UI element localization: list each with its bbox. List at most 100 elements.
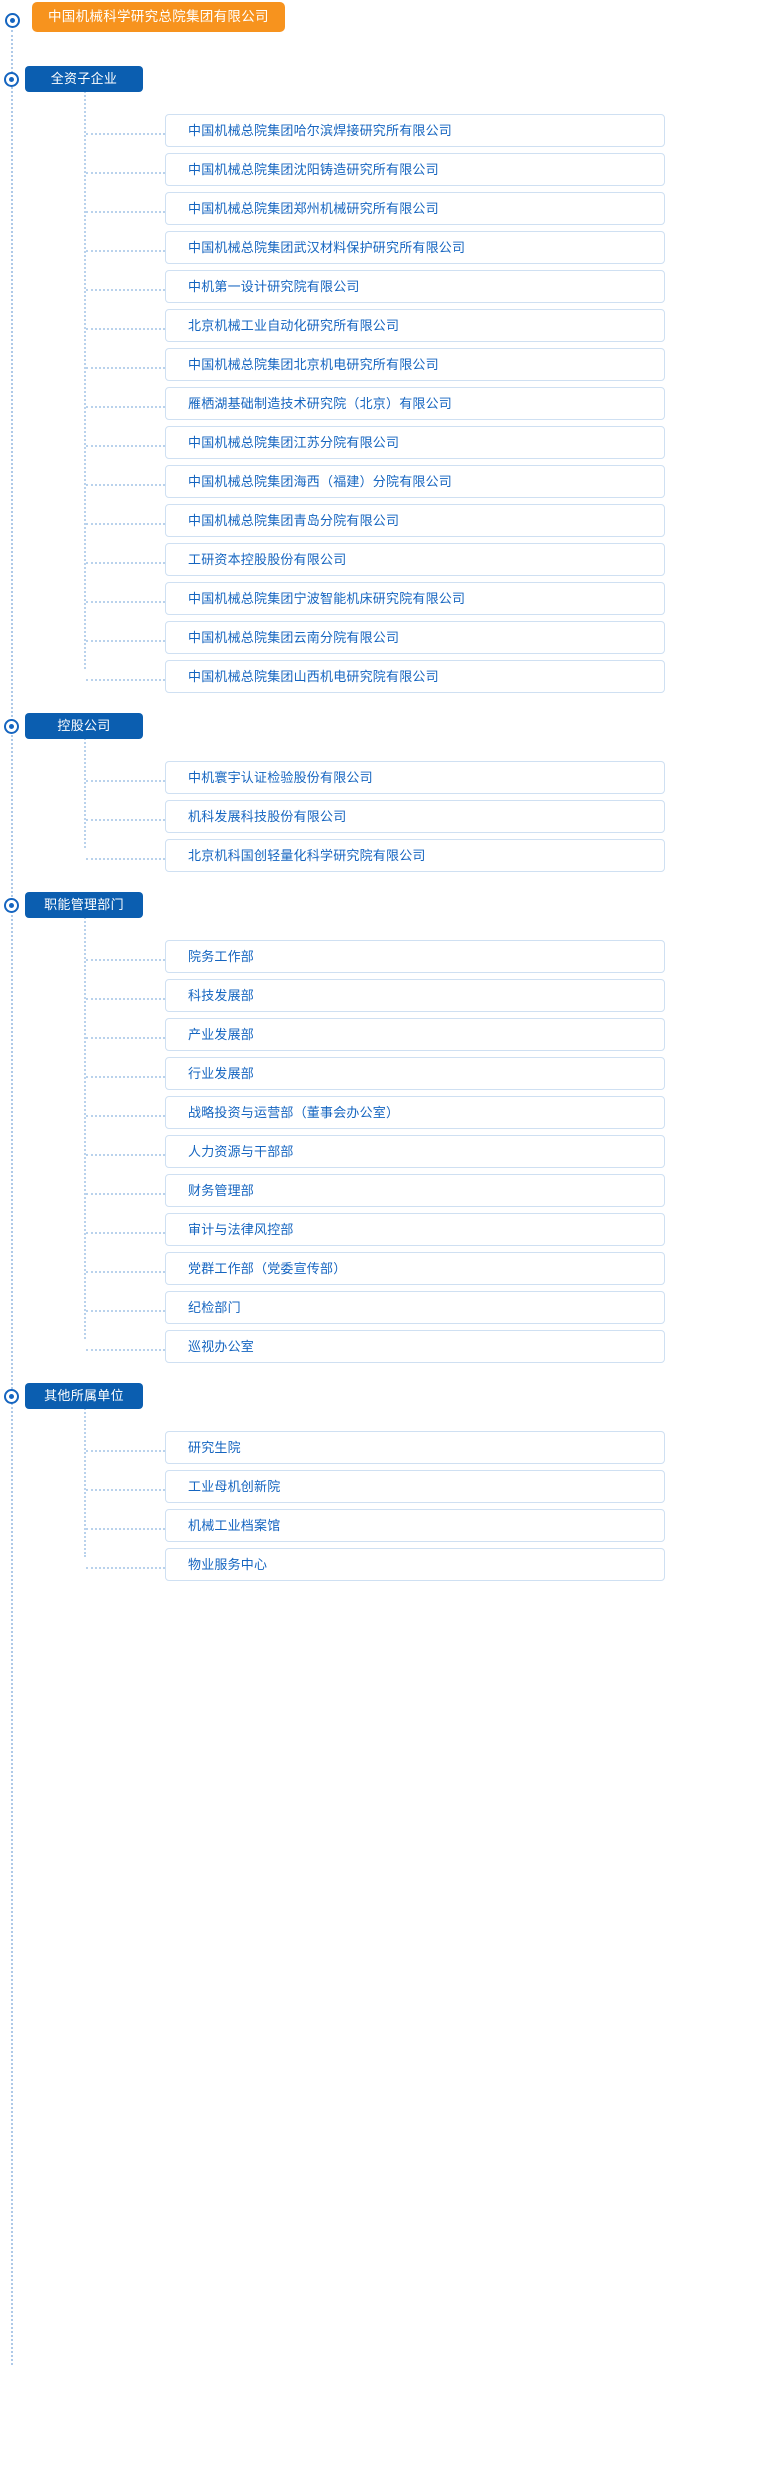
org-unit-node[interactable]: 北京机械工业自动化研究所有限公司 [165,309,665,342]
root-node[interactable]: 中国机械科学研究总院集团有限公司 [32,2,285,32]
org-unit-node[interactable]: 中国机械总院集团北京机电研究所有限公司 [165,348,665,381]
org-unit-node[interactable]: 审计与法律风控部 [165,1213,665,1246]
org-unit-node[interactable]: 产业发展部 [165,1018,665,1051]
item-horizontal-connector [86,328,165,330]
org-unit-node[interactable]: 工业母机创新院 [165,1470,665,1503]
list-item: 雁栖湖基础制造技术研究院（北京）有限公司 [0,387,779,426]
list-item: 产业发展部 [0,1018,779,1057]
org-unit-node[interactable]: 中国机械总院集团宁波智能机床研究院有限公司 [165,582,665,615]
item-horizontal-connector [86,1450,165,1452]
list-item: 机科发展科技股份有限公司 [0,800,779,839]
item-horizontal-connector [86,523,165,525]
org-unit-node[interactable]: 科技发展部 [165,979,665,1012]
org-unit-node[interactable]: 中国机械总院集团云南分院有限公司 [165,621,665,654]
org-section: 其他所属单位研究生院工业母机创新院机械工业档案馆物业服务中心 [0,1369,779,1587]
org-unit-node[interactable]: 中国机械总院集团山西机电研究院有限公司 [165,660,665,693]
org-unit-node[interactable]: 中机寰宇认证检验股份有限公司 [165,761,665,794]
org-unit-node[interactable]: 中国机械总院集团青岛分院有限公司 [165,504,665,537]
section-label-1[interactable]: 控股公司 [25,713,143,739]
item-horizontal-connector [86,562,165,564]
list-item: 战略投资与运营部（董事会办公室） [0,1096,779,1135]
section-label-0[interactable]: 全资子企业 [25,66,143,92]
org-unit-node[interactable]: 中国机械总院集团哈尔滨焊接研究所有限公司 [165,114,665,147]
item-horizontal-connector [86,484,165,486]
list-item: 机械工业档案馆 [0,1509,779,1548]
org-unit-node[interactable]: 战略投资与运营部（董事会办公室） [165,1096,665,1129]
radio-target-icon [4,719,19,734]
item-horizontal-connector [86,780,165,782]
org-unit-node[interactable]: 机械工业档案馆 [165,1509,665,1542]
section-header-row: 控股公司 [0,699,779,761]
org-unit-node[interactable]: 巡视办公室 [165,1330,665,1363]
list-item: 中国机械总院集团江苏分院有限公司 [0,426,779,465]
list-item: 人力资源与干部部 [0,1135,779,1174]
section-label-3[interactable]: 其他所属单位 [25,1383,143,1409]
org-unit-node[interactable]: 北京机科国创轻量化科学研究院有限公司 [165,839,665,872]
section-vertical-connector [84,735,86,848]
list-item: 中国机械总院集团云南分院有限公司 [0,621,779,660]
list-item: 中国机械总院集团武汉材料保护研究所有限公司 [0,231,779,270]
org-unit-node[interactable]: 中国机械总院集团郑州机械研究所有限公司 [165,192,665,225]
org-unit-node[interactable]: 中机第一设计研究院有限公司 [165,270,665,303]
org-unit-node[interactable]: 雁栖湖基础制造技术研究院（北京）有限公司 [165,387,665,420]
item-horizontal-connector [86,1115,165,1117]
org-unit-node[interactable]: 中国机械总院集团武汉材料保护研究所有限公司 [165,231,665,264]
item-horizontal-connector [86,819,165,821]
org-unit-node[interactable]: 财务管理部 [165,1174,665,1207]
list-item: 中国机械总院集团青岛分院有限公司 [0,504,779,543]
sections-container: 全资子企业中国机械总院集团哈尔滨焊接研究所有限公司中国机械总院集团沈阳铸造研究所… [0,52,779,1587]
org-unit-node[interactable]: 纪检部门 [165,1291,665,1324]
item-horizontal-connector [86,172,165,174]
item-horizontal-connector [86,406,165,408]
list-item: 巡视办公室 [0,1330,779,1369]
section-items: 院务工作部科技发展部产业发展部行业发展部战略投资与运营部（董事会办公室） 人力资源… [0,914,779,1369]
section-header-row: 其他所属单位 [0,1369,779,1431]
item-horizontal-connector [86,959,165,961]
section-vertical-connector [84,914,86,1339]
org-section: 职能管理部门院务工作部科技发展部产业发展部行业发展部战略投资与运营部（董事会办公… [0,878,779,1369]
section-label-2[interactable]: 职能管理部门 [25,892,143,918]
list-item: 党群工作部（党委宣传部） [0,1252,779,1291]
list-item: 中机第一设计研究院有限公司 [0,270,779,309]
item-horizontal-connector [86,1310,165,1312]
org-unit-node[interactable]: 中国机械总院集团沈阳铸造研究所有限公司 [165,153,665,186]
item-horizontal-connector [86,445,165,447]
list-item: 审计与法律风控部 [0,1213,779,1252]
org-section: 全资子企业中国机械总院集团哈尔滨焊接研究所有限公司中国机械总院集团沈阳铸造研究所… [0,52,779,699]
list-item: 研究生院 [0,1431,779,1470]
radio-target-icon [5,13,20,28]
org-unit-node[interactable]: 机科发展科技股份有限公司 [165,800,665,833]
list-item: 财务管理部 [0,1174,779,1213]
list-item: 院务工作部 [0,940,779,979]
org-unit-node[interactable]: 党群工作部（党委宣传部） [165,1252,665,1285]
item-horizontal-connector [86,1567,165,1569]
org-unit-node[interactable]: 工研资本控股股份有限公司 [165,543,665,576]
main-vertical-connector [11,30,13,2365]
item-horizontal-connector [86,1349,165,1351]
list-item: 中国机械总院集团山西机电研究院有限公司 [0,660,779,699]
item-horizontal-connector [86,679,165,681]
item-horizontal-connector [86,1076,165,1078]
item-horizontal-connector [86,211,165,213]
item-horizontal-connector [86,1489,165,1491]
org-unit-node[interactable]: 物业服务中心 [165,1548,665,1581]
item-horizontal-connector [86,250,165,252]
org-unit-node[interactable]: 院务工作部 [165,940,665,973]
list-item: 物业服务中心 [0,1548,779,1587]
section-vertical-connector [84,1405,86,1557]
item-horizontal-connector [86,998,165,1000]
org-section: 控股公司中机寰宇认证检验股份有限公司机科发展科技股份有限公司北京机科国创轻量化科… [0,699,779,878]
item-horizontal-connector [86,1037,165,1039]
list-item: 中国机械总院集团宁波智能机床研究院有限公司 [0,582,779,621]
org-unit-node[interactable]: 人力资源与干部部 [165,1135,665,1168]
org-unit-node[interactable]: 中国机械总院集团海西（福建）分院有限公司 [165,465,665,498]
org-unit-node[interactable]: 中国机械总院集团江苏分院有限公司 [165,426,665,459]
section-header-row: 职能管理部门 [0,878,779,940]
item-horizontal-connector [86,289,165,291]
item-horizontal-connector [86,1154,165,1156]
org-unit-node[interactable]: 研究生院 [165,1431,665,1464]
list-item: 工研资本控股股份有限公司 [0,543,779,582]
item-horizontal-connector [86,601,165,603]
org-unit-node[interactable]: 行业发展部 [165,1057,665,1090]
item-horizontal-connector [86,858,165,860]
